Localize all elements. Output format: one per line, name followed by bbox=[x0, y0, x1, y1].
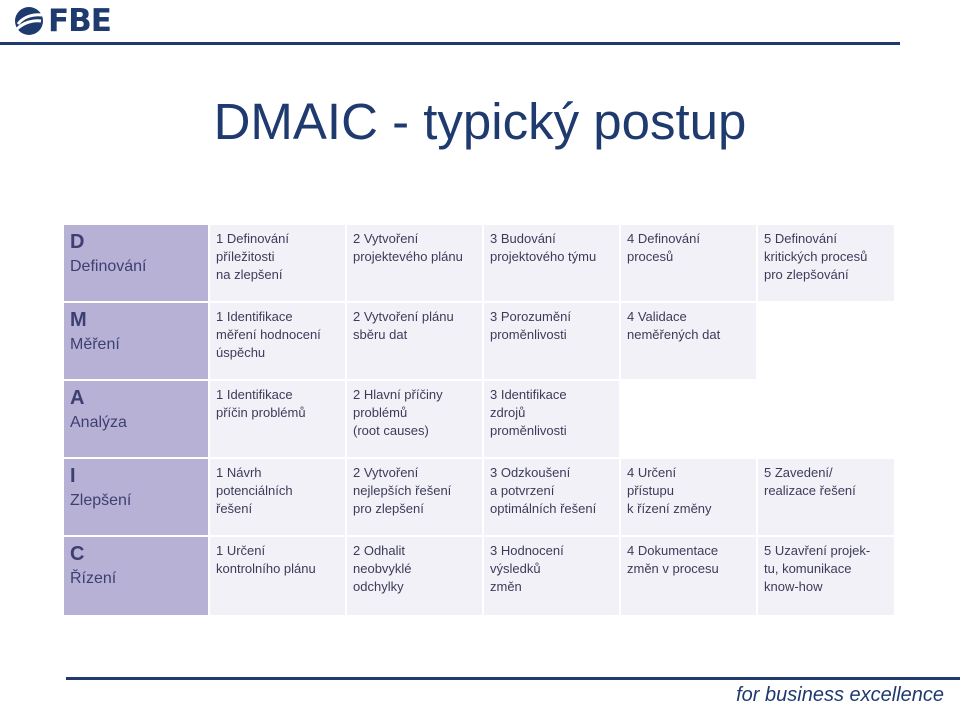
step-cell: 5 Zavedení/ realizace řešení bbox=[758, 459, 894, 535]
step-text: 4 Dokumentace změn v procesu bbox=[627, 543, 719, 576]
step-cell: 3 Porozumění proměnlivosti bbox=[484, 303, 619, 379]
step-cell: 2 Vytvoření nejlepších řešení pro zlepše… bbox=[347, 459, 482, 535]
logo-text: FBE bbox=[48, 2, 112, 39]
phase-letter: C bbox=[70, 543, 85, 565]
step-text: 2 Odhalit neobvyklé odchylky bbox=[353, 543, 412, 594]
step-text: 5 Zavedení/ realizace řešení bbox=[764, 465, 856, 498]
phase-name: Řízení bbox=[70, 570, 117, 587]
step-text: 3 Odzkoušení a potvrzení optimálních řeš… bbox=[490, 465, 597, 516]
step-text: 4 Validace neměřených dat bbox=[627, 309, 721, 342]
phase-cell: C Řízení bbox=[64, 537, 208, 615]
step-text: 1 Určení kontrolního plánu bbox=[216, 543, 316, 576]
step-cell: 1 Identifikace měření hodnocení úspěchu bbox=[210, 303, 345, 379]
step-text: 2 Vytvoření nejlepších řešení pro zlepše… bbox=[353, 465, 452, 516]
step-text: 1 Identifikace měření hodnocení úspěchu bbox=[216, 309, 321, 360]
empty-cell bbox=[758, 381, 894, 457]
step-cell: 4 Dokumentace změn v procesu bbox=[621, 537, 756, 615]
step-text: 4 Definování procesů bbox=[627, 231, 700, 264]
step-cell: 3 Hodnocení výsledků změn bbox=[484, 537, 619, 615]
step-cell: 3 Odzkoušení a potvrzení optimálních řeš… bbox=[484, 459, 619, 535]
phase-cell: I Zlepšení bbox=[64, 459, 208, 535]
step-cell: 2 Odhalit neobvyklé odchylky bbox=[347, 537, 482, 615]
step-cell: 5 Definování kritických procesů pro zlep… bbox=[758, 225, 894, 301]
step-cell: 4 Určení přístupu k řízení změny bbox=[621, 459, 756, 535]
step-text: 3 Hodnocení výsledků změn bbox=[490, 543, 564, 594]
step-text: 3 Porozumění proměnlivosti bbox=[490, 309, 571, 342]
step-cell: 1 Identifikace příčin problémů bbox=[210, 381, 345, 457]
step-text: 4 Určení přístupu k řízení změny bbox=[627, 465, 712, 516]
step-cell: 3 Budování projektového týmu bbox=[484, 225, 619, 301]
step-text: 2 Hlavní příčiny problémů (root causes) bbox=[353, 387, 443, 438]
step-cell: 1 Návrh potenciálních řešení bbox=[210, 459, 345, 535]
fbe-globe-icon bbox=[15, 7, 43, 35]
slide-title: DMAIC - typický postup bbox=[213, 93, 747, 150]
empty-cell bbox=[621, 381, 756, 457]
step-text: 3 Budování projektového týmu bbox=[490, 231, 597, 264]
header-divider bbox=[0, 42, 900, 45]
phase-name: Měření bbox=[70, 336, 120, 353]
step-text: 2 Vytvoření plánu sběru dat bbox=[353, 309, 454, 342]
phase-letter: D bbox=[70, 231, 85, 253]
step-cell: 2 Vytvoření plánu sběru dat bbox=[347, 303, 482, 379]
step-cell: 1 Určení kontrolního plánu bbox=[210, 537, 345, 615]
step-cell: 4 Definování procesů bbox=[621, 225, 756, 301]
dmaic-table: D Definování 1 Definování příležitosti na … bbox=[64, 225, 894, 615]
phase-name: Definování bbox=[70, 258, 147, 275]
step-text: 5 Uzavření projek- tu, komunikace know-h… bbox=[764, 543, 871, 594]
footer-tagline: for business excellence bbox=[736, 684, 944, 706]
phase-letter: M bbox=[70, 309, 87, 331]
step-text: 1 Identifikace příčin problémů bbox=[216, 387, 306, 420]
phase-name: Analýza bbox=[70, 414, 127, 431]
fbe-logo: FBE bbox=[14, 2, 112, 39]
phase-cell: M Měření bbox=[64, 303, 208, 379]
step-cell: 1 Definování příležitosti na zlepšení bbox=[210, 225, 345, 301]
step-text: 1 Definování příležitosti na zlepšení bbox=[216, 231, 289, 282]
empty-cell bbox=[758, 303, 894, 379]
step-cell: 5 Uzavření projek- tu, komunikace know-h… bbox=[758, 537, 894, 615]
step-cell: 2 Vytvoření projektevého plánu bbox=[347, 225, 482, 301]
footer-divider bbox=[66, 677, 960, 680]
step-cell: 4 Validace neměřených dat bbox=[621, 303, 756, 379]
step-cell: 3 Identifikace zdrojů proměnlivosti bbox=[484, 381, 619, 457]
phase-letter: A bbox=[70, 387, 85, 409]
phase-cell: A Analýza bbox=[64, 381, 208, 457]
phase-letter: I bbox=[70, 465, 76, 487]
phase-name: Zlepšení bbox=[70, 492, 132, 509]
step-text: 1 Návrh potenciálních řešení bbox=[216, 465, 293, 516]
phase-cell: D Definování bbox=[64, 225, 208, 301]
step-text: 5 Definování kritických procesů pro zlep… bbox=[764, 231, 868, 282]
step-cell: 2 Hlavní příčiny problémů (root causes) bbox=[347, 381, 482, 457]
step-text: 2 Vytvoření projektevého plánu bbox=[353, 231, 463, 264]
step-text: 3 Identifikace zdrojů proměnlivosti bbox=[490, 387, 567, 438]
